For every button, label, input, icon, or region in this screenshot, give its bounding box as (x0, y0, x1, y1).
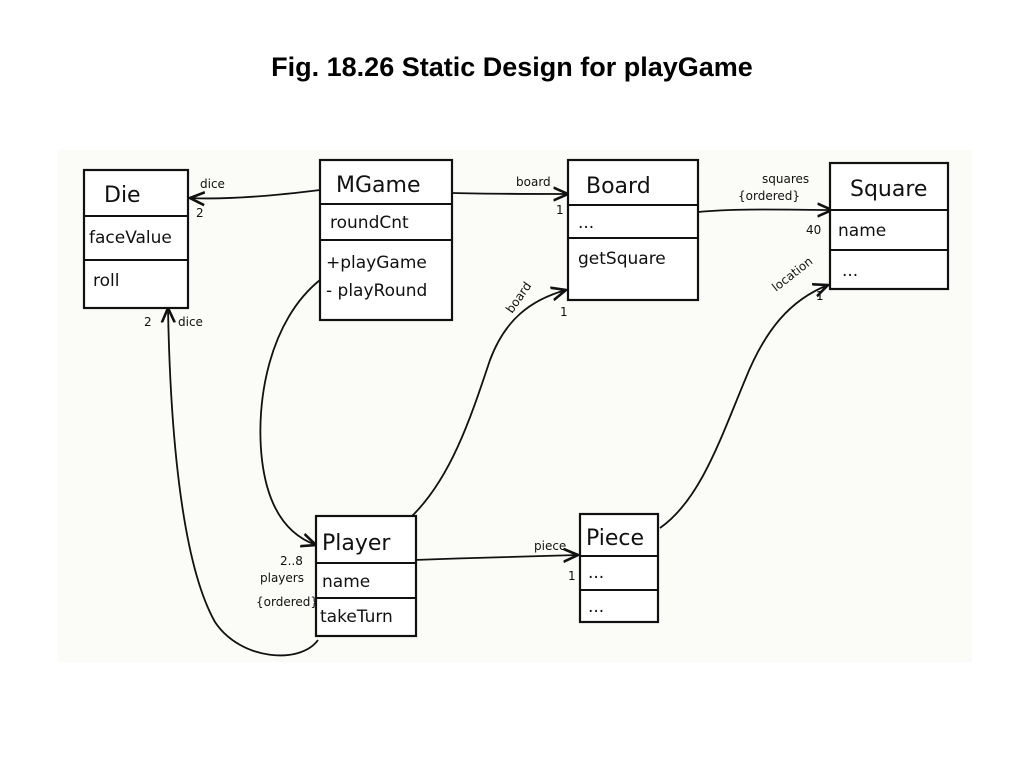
edge-mgame-board-role: board (516, 175, 551, 189)
slide-title: Fig. 18.26 Static Design for playGame (271, 52, 753, 82)
class-die: Die faceValue roll (82, 168, 190, 310)
edge-mgame-player-constraint: {ordered} (256, 595, 318, 609)
edge-mgame-die: dice 2 (190, 177, 321, 220)
edge-mgame-die-role: dice (200, 177, 225, 191)
board-attribute: ... (578, 213, 594, 233)
edge-mgame-board-mult: 1 (556, 203, 564, 217)
class-board: Board ... getSquare (566, 158, 700, 302)
edge-mgame-die-mult: 2 (196, 206, 204, 220)
player-attribute: name (322, 572, 370, 592)
edge-player-die: 2 dice (144, 308, 319, 657)
edge-player-die-role: dice (178, 315, 203, 329)
board-operation: getSquare (578, 249, 666, 269)
board-class-name: Board (586, 174, 651, 199)
edge-mgame-player-mult: 2..8 (280, 554, 303, 568)
player-class-name: Player (322, 531, 391, 556)
mgame-operation-playgame: +playGame (326, 253, 427, 273)
edge-board-square-constraint: {ordered} (738, 189, 800, 203)
square-operation: ... (842, 261, 858, 281)
class-square: Square name ... (828, 161, 950, 291)
edge-player-board-mult: 1 (560, 305, 568, 319)
piece-operation: ... (588, 597, 604, 617)
class-piece: Piece ... ... (578, 512, 660, 624)
mgame-attribute: roundCnt (330, 213, 409, 233)
edge-player-board-role: board (503, 279, 534, 315)
mgame-class-name: MGame (336, 173, 420, 198)
edge-piece-square-role: location (769, 254, 815, 294)
square-attribute: name (838, 221, 886, 241)
die-operation: roll (93, 271, 119, 291)
edge-board-square-role: squares (762, 172, 809, 186)
mgame-operation-playround: - playRound (326, 281, 427, 301)
edge-mgame-board: board 1 (451, 175, 568, 217)
piece-class-name: Piece (586, 526, 644, 551)
die-attribute: faceValue (89, 228, 172, 248)
class-player: Player name takeTurn (314, 514, 418, 638)
die-class-name: Die (104, 183, 141, 208)
edge-player-piece: piece 1 (413, 539, 578, 583)
edge-board-square: squares {ordered} 40 (697, 172, 832, 237)
paper-background (58, 150, 972, 662)
edge-board-square-mult: 40 (806, 223, 821, 237)
edge-mgame-player: 2..8 players {ordered} (256, 279, 321, 609)
edge-player-piece-mult: 1 (568, 569, 576, 583)
piece-attribute: ... (588, 563, 604, 583)
edge-player-piece-role: piece (534, 539, 566, 553)
edge-player-die-mult: 2 (144, 315, 152, 329)
edge-mgame-player-role: players (260, 571, 304, 585)
square-class-name: Square (850, 177, 927, 202)
player-operation: takeTurn (320, 607, 393, 627)
edge-piece-square-mult: 1 (816, 289, 824, 303)
class-mgame: MGame roundCnt +playGame - playRound (318, 158, 454, 322)
